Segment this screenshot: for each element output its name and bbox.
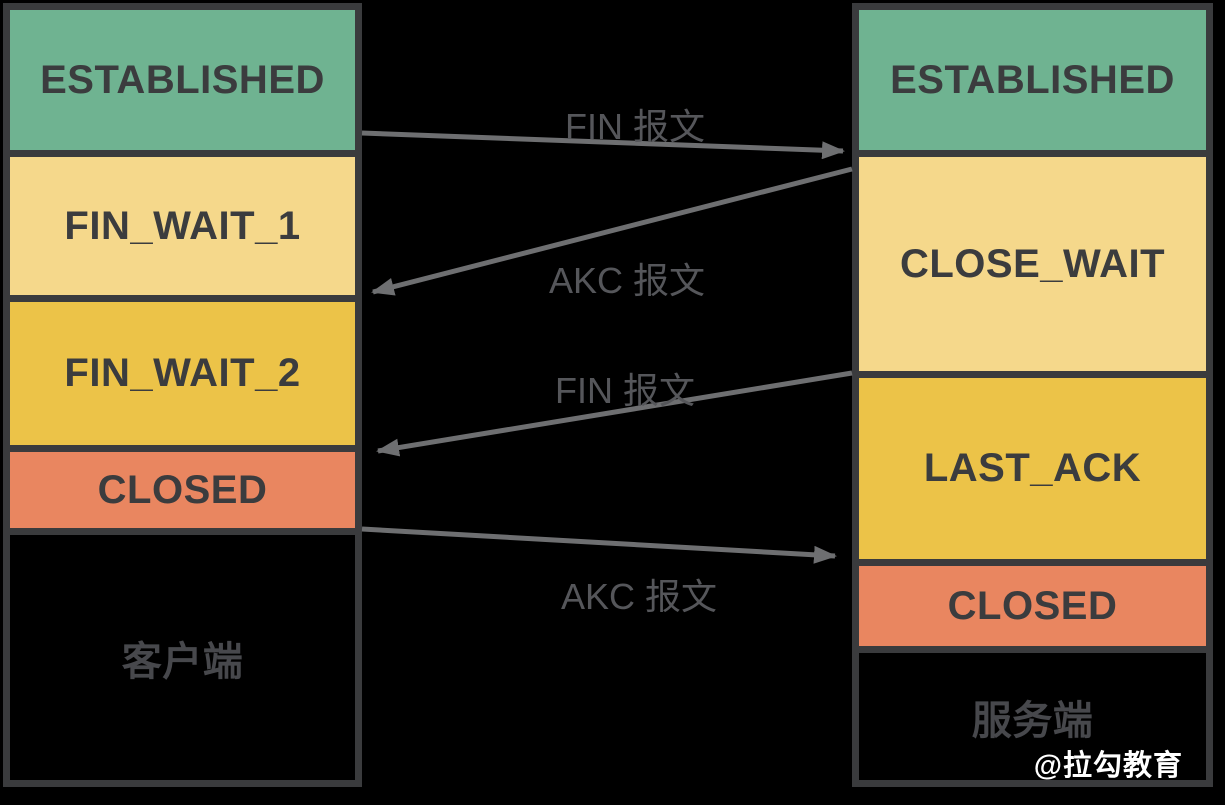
server-state-last-ack: LAST_ACK — [859, 378, 1206, 559]
client-state-fin-wait-2: FIN_WAIT_2 — [10, 302, 355, 445]
message-label-fin-1: FIN 报文 — [565, 106, 705, 147]
watermark: @拉勾教育 — [1033, 750, 1183, 782]
server-state-established: ESTABLISHED — [859, 10, 1206, 150]
server-state-close-wait: CLOSE_WAIT — [859, 157, 1206, 371]
message-label-fin-2: FIN 报文 — [555, 370, 695, 411]
client-state-established: ESTABLISHED — [10, 10, 355, 150]
client-state-fin-wait-1: FIN_WAIT_1 — [10, 157, 355, 295]
server-state-closed: CLOSED — [859, 566, 1206, 646]
arrow-ack-client-to-server — [361, 526, 837, 564]
server-column: ESTABLISHED CLOSE_WAIT LAST_ACK CLOSED 服… — [852, 3, 1213, 787]
message-label-ack-2: AKC 报文 — [560, 576, 718, 617]
client-endpoint-label: 客户端 — [10, 535, 355, 780]
client-state-closed: CLOSED — [10, 452, 355, 528]
client-column: ESTABLISHED FIN_WAIT_1 FIN_WAIT_2 CLOSED… — [3, 3, 362, 787]
message-label-ack-1: AKC 报文 — [548, 260, 706, 301]
server-endpoint-label: 服务端 — [859, 653, 1206, 780]
